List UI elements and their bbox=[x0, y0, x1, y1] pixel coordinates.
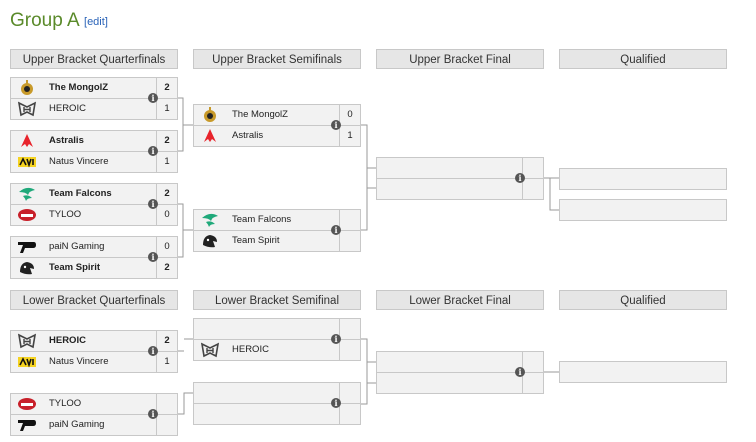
team-score bbox=[339, 231, 360, 251]
team-name: The MongolZ bbox=[232, 109, 288, 120]
team-score bbox=[339, 319, 360, 339]
team-slot[interactable]: HEROIC bbox=[193, 339, 361, 361]
team-score bbox=[339, 404, 360, 424]
team-name: Team Falcons bbox=[232, 214, 292, 225]
astralis-logo bbox=[21, 134, 33, 147]
team-score: 0 bbox=[156, 237, 177, 257]
team-slot[interactable]: paiN Gaming 0 bbox=[10, 236, 178, 258]
team-score: 2 bbox=[156, 184, 177, 204]
team-name: Natus Vincere bbox=[49, 356, 109, 367]
team-slot[interactable]: Team Spirit 2 bbox=[10, 257, 178, 279]
team-name: Team Falcons bbox=[49, 188, 112, 199]
team-score: 1 bbox=[339, 126, 360, 146]
spirit-logo bbox=[20, 262, 34, 275]
pain-logo bbox=[18, 420, 36, 431]
heroic-logo bbox=[17, 101, 37, 117]
header-ub-semifinals: Upper Bracket Semifinals bbox=[193, 49, 361, 69]
team-score: 2 bbox=[156, 258, 177, 278]
qualified-slot[interactable] bbox=[559, 199, 727, 221]
falcons-logo bbox=[19, 187, 35, 201]
tyloo-logo bbox=[18, 398, 36, 410]
team-slot[interactable]: Natus Vincere 1 bbox=[10, 151, 178, 173]
spirit-logo bbox=[203, 235, 217, 248]
match-info-icon[interactable]: i bbox=[331, 334, 341, 344]
header-lb-semifinal: Lower Bracket Semifinal bbox=[193, 290, 361, 310]
team-name: Team Spirit bbox=[232, 235, 280, 246]
team-name: Astralis bbox=[49, 135, 84, 146]
team-slot[interactable]: HEROIC 1 bbox=[10, 98, 178, 120]
team-score: 1 bbox=[156, 352, 177, 372]
team-score: 0 bbox=[339, 105, 360, 125]
team-slot[interactable]: The MongolZ 0 bbox=[193, 104, 361, 126]
team-name: paiN Gaming bbox=[49, 241, 105, 252]
team-name: Astralis bbox=[232, 130, 264, 141]
team-name: paiN Gaming bbox=[49, 419, 105, 430]
team-slot[interactable]: paiN Gaming bbox=[10, 414, 178, 436]
team-name: HEROIC bbox=[49, 335, 86, 346]
header-qualified-bottom: Qualified bbox=[559, 290, 727, 310]
team-score: 0 bbox=[156, 205, 177, 225]
team-slot[interactable] bbox=[193, 403, 361, 425]
match-info-icon[interactable]: i bbox=[148, 146, 158, 156]
match-info-icon[interactable]: i bbox=[331, 398, 341, 408]
header-lb-quarterfinals: Lower Bracket Quarterfinals bbox=[10, 290, 178, 310]
falcons-logo bbox=[202, 213, 218, 227]
team-score bbox=[522, 352, 543, 372]
team-score bbox=[339, 340, 360, 360]
header-lb-final: Lower Bracket Final bbox=[376, 290, 544, 310]
edit-link[interactable]: [edit] bbox=[84, 16, 108, 28]
navi-logo bbox=[18, 157, 36, 168]
astralis-logo bbox=[204, 129, 216, 142]
team-score: 1 bbox=[156, 152, 177, 172]
team-score bbox=[339, 210, 360, 230]
heroic-logo bbox=[200, 342, 220, 358]
edit-label: edit bbox=[87, 16, 105, 28]
match-info-icon[interactable]: i bbox=[331, 120, 341, 130]
team-score bbox=[522, 179, 543, 199]
team-score bbox=[522, 373, 543, 393]
heroic-logo bbox=[17, 333, 37, 349]
tyloo-logo bbox=[18, 209, 36, 221]
match-info-icon[interactable]: i bbox=[331, 225, 341, 235]
team-score: 2 bbox=[156, 78, 177, 98]
mongolz-logo bbox=[21, 80, 33, 95]
match-info-icon[interactable]: i bbox=[148, 93, 158, 103]
team-score: 1 bbox=[156, 99, 177, 119]
match-info-icon[interactable]: i bbox=[515, 173, 525, 183]
team-slot[interactable] bbox=[376, 372, 544, 394]
team-name: The MongolZ bbox=[49, 82, 109, 93]
match-info-icon[interactable]: i bbox=[148, 346, 158, 356]
match-info-icon[interactable]: i bbox=[148, 409, 158, 419]
match-info-icon[interactable]: i bbox=[148, 199, 158, 209]
qualified-slot[interactable] bbox=[559, 168, 727, 190]
page-title: Group A bbox=[10, 10, 80, 31]
team-name: TYLOO bbox=[49, 209, 82, 220]
team-name: TYLOO bbox=[49, 398, 82, 409]
team-score bbox=[339, 383, 360, 403]
mongolz-logo bbox=[204, 107, 216, 122]
team-slot[interactable] bbox=[376, 178, 544, 200]
match-info-icon[interactable]: i bbox=[515, 367, 525, 377]
pain-logo bbox=[18, 242, 36, 253]
team-slot[interactable]: Team Spirit bbox=[193, 230, 361, 252]
navi-logo bbox=[18, 357, 36, 368]
team-slot[interactable]: Natus Vincere 1 bbox=[10, 351, 178, 373]
match-info-icon[interactable]: i bbox=[148, 252, 158, 262]
team-score bbox=[156, 415, 177, 435]
header-qualified-top: Qualified bbox=[559, 49, 727, 69]
header-ub-final: Upper Bracket Final bbox=[376, 49, 544, 69]
team-score bbox=[156, 394, 177, 414]
team-name: Team Spirit bbox=[49, 262, 101, 273]
qualified-slot[interactable] bbox=[559, 361, 727, 383]
team-score bbox=[522, 158, 543, 178]
team-name: HEROIC bbox=[232, 344, 269, 355]
team-score: 2 bbox=[156, 331, 177, 351]
team-slot[interactable]: Astralis 1 bbox=[193, 125, 361, 147]
team-slot[interactable]: TYLOO 0 bbox=[10, 204, 178, 226]
team-name: Natus Vincere bbox=[49, 156, 109, 167]
header-ub-quarterfinals: Upper Bracket Quarterfinals bbox=[10, 49, 178, 69]
team-name: HEROIC bbox=[49, 103, 86, 114]
team-score: 2 bbox=[156, 131, 177, 151]
